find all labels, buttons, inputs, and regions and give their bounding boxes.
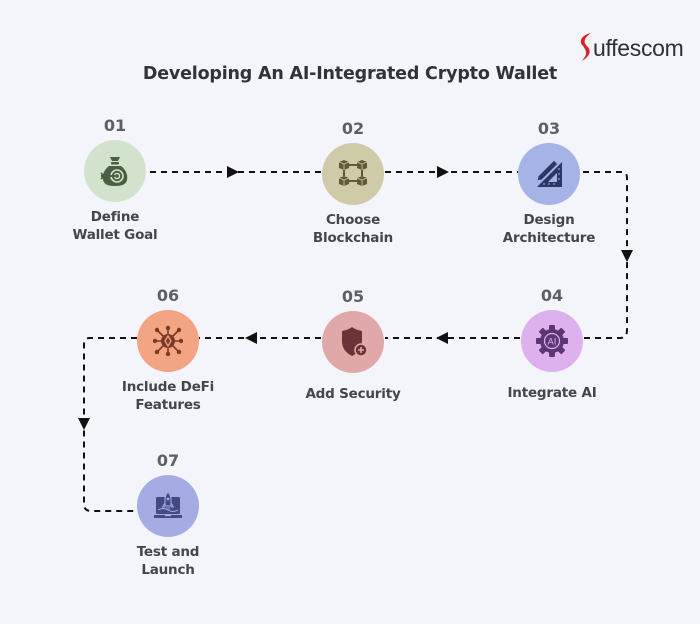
step-circle (84, 140, 146, 202)
step-circle (137, 310, 199, 372)
arrow-head-05 (245, 332, 257, 344)
step-02: 02 Choose Blockchain (273, 119, 433, 247)
step-number: 03 (537, 119, 561, 138)
step-number: 04 (540, 286, 564, 305)
arrow-head-06 (78, 418, 90, 430)
blockchain-cubes-icon (338, 160, 368, 186)
suffescom-logo: uffescom (574, 30, 684, 64)
step-label-line2: Wallet Goal (72, 227, 158, 243)
step-06: 06 Include DeFi Features (88, 286, 248, 414)
page-title: Developing An AI-Integrated Crypto Walle… (142, 64, 558, 84)
step-05: 05 Add Security (273, 287, 433, 403)
step-circle (518, 143, 580, 205)
step-circle: AI (521, 310, 583, 372)
logo-s-mark-icon (580, 33, 591, 61)
ai-gear-icon: AI (536, 325, 568, 357)
step-label-line2: Features (135, 397, 201, 413)
step-circle (137, 475, 199, 537)
step-07: 07 Test and Launch (88, 451, 248, 579)
step-label-line1: Design (523, 212, 575, 228)
arrow-head-02 (437, 166, 449, 178)
pencil-ruler-icon (536, 159, 562, 187)
logo-text: uffescom (593, 34, 684, 61)
step-label-line1: Add Security (305, 386, 401, 402)
svg-text:AI: AI (548, 338, 557, 348)
laptop-rocket-icon (154, 491, 182, 518)
step-label-line2: Architecture (502, 230, 596, 246)
step-circle (322, 311, 384, 373)
step-label-line1: Define (90, 209, 140, 225)
step-number: 07 (156, 451, 180, 470)
step-circle (322, 143, 384, 205)
step-01: 01 Define Wallet Goal (35, 116, 195, 244)
step-label-line1: Choose (325, 212, 381, 228)
step-label-line2: Launch (141, 562, 195, 578)
step-03: 03 Design Architecture (469, 119, 629, 247)
step-number: 06 (156, 286, 180, 305)
step-04: 04 AI Integrate AI (472, 286, 632, 402)
step-number: 05 (341, 287, 365, 306)
shield-plus-icon (342, 327, 368, 357)
step-label-line2: Blockchain (312, 230, 394, 246)
defi-network-icon (152, 325, 184, 357)
arrow-head-04 (436, 332, 448, 344)
step-label-line1: Include DeFi (121, 379, 215, 395)
step-label-line1: Integrate AI (507, 385, 597, 401)
money-bag-target-icon (100, 157, 128, 186)
arrow-head-03 (621, 250, 633, 262)
arrow-head-01 (227, 166, 239, 178)
step-label-line1: Test and (136, 544, 200, 560)
step-number: 02 (341, 119, 365, 138)
step-number: 01 (103, 116, 127, 135)
